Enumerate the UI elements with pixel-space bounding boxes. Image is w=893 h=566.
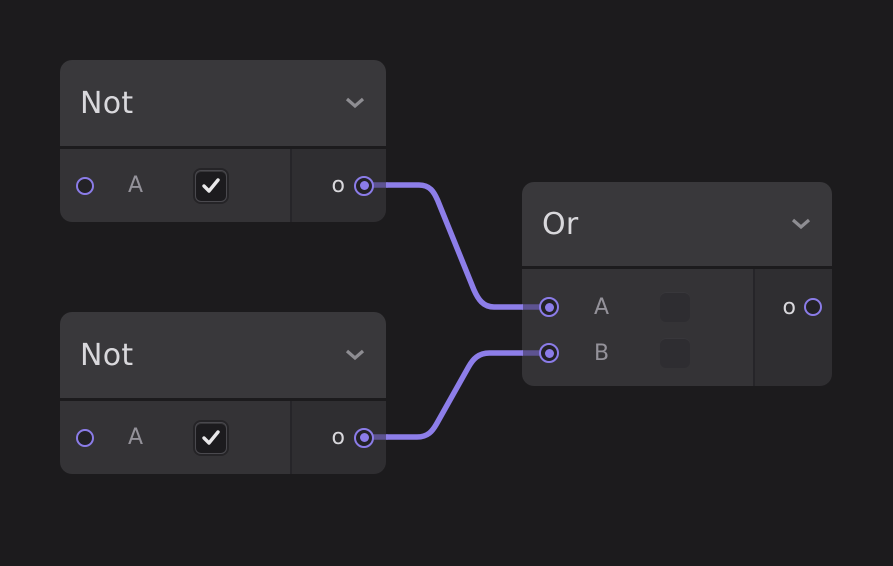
node-or-1-output-section: o bbox=[755, 269, 832, 386]
input-label: A bbox=[594, 294, 610, 320]
output-port-o[interactable] bbox=[354, 427, 374, 448]
chevron-down-icon[interactable] bbox=[344, 97, 366, 109]
node-not-1[interactable]: Not A o bbox=[60, 60, 386, 222]
wire-not2-to-or-b[interactable] bbox=[386, 350, 523, 440]
checkbox-b-disabled bbox=[660, 338, 691, 368]
output-port-o[interactable] bbox=[804, 298, 822, 316]
node-or-1-input-section: A B bbox=[522, 269, 753, 386]
input-row-a: A bbox=[522, 284, 753, 330]
input-port-a[interactable] bbox=[76, 176, 94, 195]
node-title: Or bbox=[542, 206, 579, 242]
input-port-a[interactable] bbox=[76, 428, 94, 447]
checkbox-a-disabled bbox=[660, 292, 691, 322]
node-not-2-output-section: o bbox=[292, 401, 386, 474]
chevron-down-icon[interactable] bbox=[790, 218, 812, 230]
io-divider bbox=[290, 149, 292, 222]
node-not-1-output-section: o bbox=[292, 149, 386, 222]
node-or-1[interactable]: Or A B o bbox=[522, 182, 832, 386]
checkmark-icon bbox=[202, 429, 220, 445]
node-or-1-header[interactable]: Or bbox=[522, 182, 832, 266]
node-not-1-input-section: A bbox=[60, 149, 290, 222]
checkmark-icon bbox=[202, 177, 220, 193]
output-label: o bbox=[782, 294, 796, 320]
output-label: o bbox=[331, 173, 345, 198]
io-divider bbox=[753, 269, 755, 386]
checkbox-a[interactable] bbox=[195, 421, 228, 454]
chevron-down-icon[interactable] bbox=[344, 349, 366, 361]
node-not-1-header[interactable]: Not bbox=[60, 60, 386, 146]
node-not-2-header[interactable]: Not bbox=[60, 312, 386, 398]
input-port-b[interactable] bbox=[539, 343, 559, 363]
node-not-2-input-section: A bbox=[60, 401, 290, 474]
node-title: Not bbox=[80, 337, 134, 373]
wire-not1-to-or-a[interactable] bbox=[386, 182, 523, 310]
io-divider bbox=[290, 401, 292, 474]
input-row-b: B bbox=[522, 330, 753, 376]
node-title: Not bbox=[80, 85, 134, 121]
checkbox-a[interactable] bbox=[195, 169, 228, 202]
input-port-a[interactable] bbox=[539, 297, 559, 317]
node-not-2[interactable]: Not A o bbox=[60, 312, 386, 474]
output-label: o bbox=[331, 425, 345, 450]
input-label: B bbox=[594, 340, 610, 366]
input-label: A bbox=[128, 425, 144, 450]
output-port-o[interactable] bbox=[354, 175, 374, 196]
input-label: A bbox=[128, 173, 144, 198]
